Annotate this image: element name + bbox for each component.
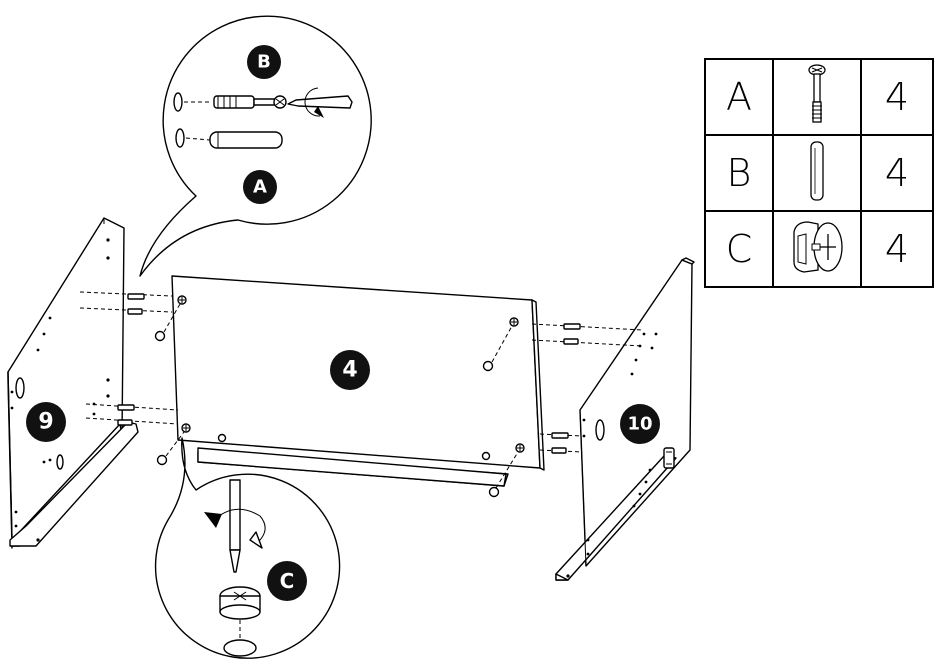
callout-label-a: A xyxy=(243,170,277,204)
callout-label-b-text: B xyxy=(257,52,271,73)
part-qty: 4 xyxy=(860,134,934,212)
panel-label-9-text: 9 xyxy=(38,410,53,435)
callout-label-a-text: A xyxy=(253,177,267,198)
panel-label-9: 9 xyxy=(26,402,66,442)
panel-label-4-text: 4 xyxy=(342,358,357,383)
part-qty: 4 xyxy=(860,58,934,136)
part-image xyxy=(772,58,862,136)
wood-dowel-icon xyxy=(810,141,824,201)
callout-label-c: C xyxy=(267,561,307,601)
callout-label-c-text: C xyxy=(280,569,295,593)
part-image xyxy=(772,210,862,288)
part-image xyxy=(772,134,862,212)
cam-lock-detail-bubble xyxy=(154,437,341,659)
panel-label-10: 10 xyxy=(620,404,660,444)
panel-label-10-text: 10 xyxy=(627,414,652,435)
parts-row: B 4 xyxy=(704,134,934,212)
dowel-screw-detail-bubble xyxy=(139,15,372,277)
part-letter: B xyxy=(704,134,774,212)
connector-guides xyxy=(79,291,643,454)
panel-label-4: 4 xyxy=(330,350,370,390)
cam-screw-icon xyxy=(808,64,826,123)
cam-lock-icon xyxy=(793,221,843,273)
callout-label-b: B xyxy=(247,45,281,79)
part-letter: C xyxy=(704,210,774,288)
parts-row: C 4 xyxy=(704,210,934,288)
left-side-panel xyxy=(7,217,139,549)
parts-table: A 4 B 4 C xyxy=(704,58,934,288)
part-letter: A xyxy=(704,58,774,136)
parts-row: A 4 xyxy=(704,58,934,136)
part-qty: 4 xyxy=(860,210,934,288)
